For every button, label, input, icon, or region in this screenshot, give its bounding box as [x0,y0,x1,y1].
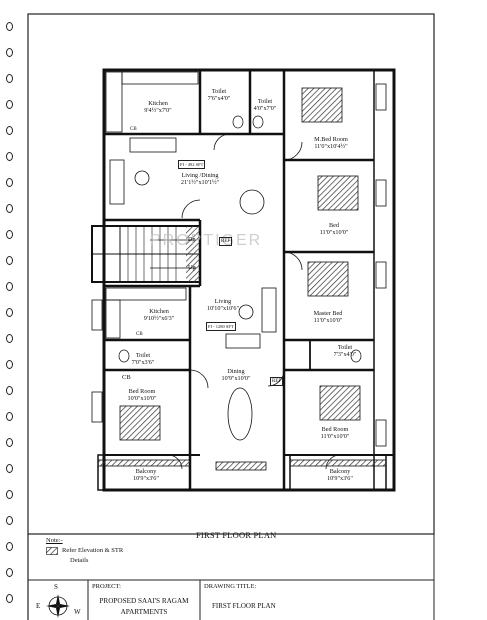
room-size: 10'9"x10'0" [221,375,251,382]
compass-e-label: E [36,602,41,610]
room-toilet-mid-right: Toilet 7'3"x4'0" [330,344,360,358]
room-name: Bed Room [321,426,349,433]
cb-tag-top: CB [130,127,137,132]
drawing-title-label: DRAWING TITLE: [204,583,257,590]
room-name: Kitchen [149,308,169,315]
room-kitchen-mid: Kitchen 9'10½"x6'3" [136,308,182,322]
room-name: Living /Dining [181,172,219,179]
room-name: Toilet [337,344,353,351]
room-name: Kitchen [148,100,168,107]
stair-up-tag: Up [188,264,196,271]
room-name: Bed [329,222,339,229]
room-living-dining-top: Living /Dining 21'1½"x10'1½" [170,172,230,186]
drawing-title-value: FIRST FLOOR PLAN [212,602,276,610]
room-size: 10'10"x10'6" [206,305,240,312]
cb-tag-mid: CB [136,332,143,337]
room-kitchen-top: Kitchen 9'4½"x7'0" [138,100,178,114]
compass-icon [46,594,70,618]
area-tag-mid: FI - 1280 SFT [206,322,236,331]
project-label: PROJECT: [92,583,121,590]
area-tag-top: FI - 492 SFT [178,160,206,169]
room-living-mid: Living 10'10"x10'6" [200,298,246,312]
room-bed-top-right: Bed 11'0"x10'0" [306,222,362,236]
room-toilet-top-left: Toilet 7'6"x4'0" [202,88,236,102]
room-bed-room-bottom-right: Bed Room 11'0"x10'0" [310,426,360,440]
room-name: Master Bed [313,310,343,317]
room-size: 10'0"x10'0" [127,395,157,402]
room-size: 11'0"x10'4½" [314,143,348,150]
room-bed-room-bottom-left: Bed Room 10'0"x10'0" [120,388,164,402]
legend-item-text-2: Details [70,557,89,564]
room-size: 7'0"x3'6" [131,359,155,366]
room-toilet-top-right: Toilet 4'0"x7'0" [250,98,280,112]
room-name: Toilet [135,352,151,359]
room-size: 10'9"x3'6" [327,475,353,482]
legend-hatch-swatch [46,547,58,555]
room-size: 9'10½"x6'3" [143,315,175,322]
room-name: Balcony [135,468,157,475]
room-toilet-mid-left: Toilet 7'0"x3'6" [128,352,158,366]
compass-w-label: W [74,608,81,616]
room-size: 11'0"x10'0" [319,229,349,236]
room-mbed-top: M.Bed Room 11'0"x10'4½" [300,136,362,150]
room-size: 7'3"x4'0" [333,351,357,358]
legend-note-label: Note:- [46,537,63,544]
room-size: 11'0"x10'0" [313,317,343,324]
ref-tag-top: REF [219,237,233,246]
room-size: 4'0"x7'0" [253,105,277,112]
room-size: 7'6"x4'0" [207,95,231,102]
cb-tag-bottom: CB [122,374,131,381]
room-size: 11'0"x10'0" [320,433,350,440]
room-name: Bed Room [128,388,156,395]
ref-tag-bottom: REF [270,377,284,386]
room-name: Living [214,298,232,305]
room-dining-bottom: Dining 10'9"x10'0" [214,368,258,382]
compass-s-label: S [54,583,58,591]
project-line-2: APARTMENTS [120,608,168,616]
room-size: 9'4½"x7'0" [144,107,172,114]
room-name: Balcony [329,468,351,475]
legend-item-text: Refer Elevation & STR [62,547,124,554]
room-balcony-right: Balcony 10'9"x3'6" [318,468,362,482]
room-master-bed-mid: Master Bed 11'0"x10'0" [300,310,356,324]
room-size: 10'9"x3'6" [133,475,159,482]
room-size: 21'1½"x10'1½" [180,179,220,186]
project-line-1: PROPOSED SAAI'S RAGAM [99,597,189,605]
room-balcony-left: Balcony 10'9"x3'6" [124,468,168,482]
stair-down-tag: Dn [188,236,196,243]
drawing-title: FIRST FLOOR PLAN [196,530,277,540]
room-name: Toilet [211,88,227,95]
room-name: Dining [227,368,245,375]
room-name: M.Bed Room [314,136,348,143]
room-name: Toilet [257,98,273,105]
watermark: PROPTIGER [150,232,263,249]
